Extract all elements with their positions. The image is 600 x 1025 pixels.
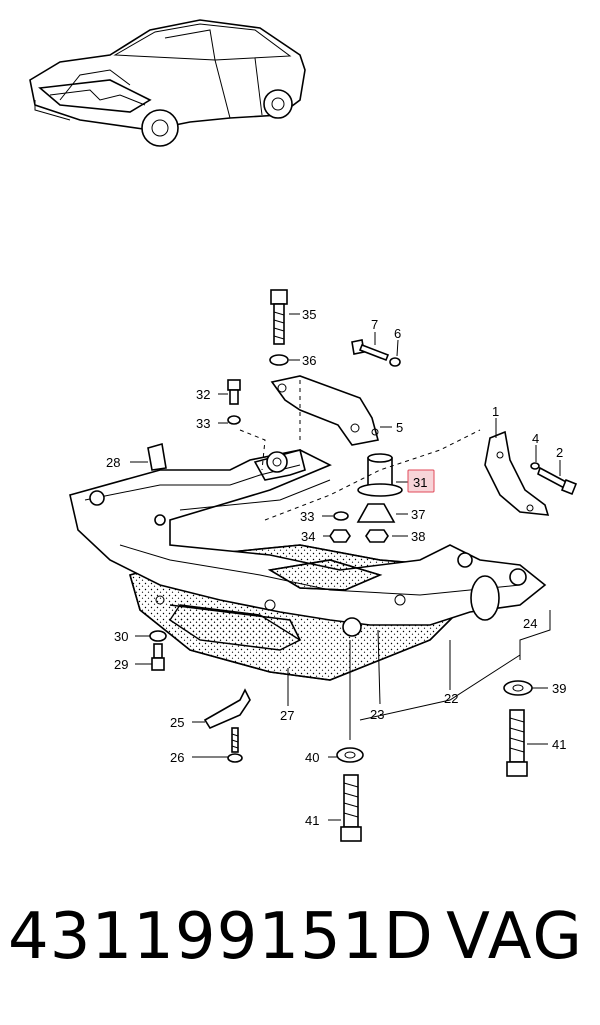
highlight-box-31 (407, 469, 435, 493)
label-41-right[interactable]: 41 (552, 737, 566, 752)
label-28[interactable]: 28 (106, 455, 120, 470)
label-40[interactable]: 40 (305, 750, 319, 765)
label-38[interactable]: 38 (411, 529, 425, 544)
label-36[interactable]: 36 (302, 353, 316, 368)
label-33-lower[interactable]: 33 (300, 509, 314, 524)
label-5[interactable]: 5 (396, 420, 403, 435)
label-4[interactable]: 4 (532, 431, 539, 446)
label-39[interactable]: 39 (552, 681, 566, 696)
engine-mount-bracket (270, 375, 379, 446)
footer: 431199151D VAG (0, 890, 600, 1025)
label-22[interactable]: 22 (444, 691, 458, 706)
label-33-upper[interactable]: 33 (196, 416, 210, 431)
hardware (147, 289, 578, 842)
label-23[interactable]: 23 (370, 707, 384, 722)
label-37[interactable]: 37 (411, 507, 425, 522)
label-7[interactable]: 7 (371, 317, 378, 332)
label-25[interactable]: 25 (170, 715, 184, 730)
part-number: 431199151D (8, 900, 434, 974)
part-labels: 35 36 7 6 32 33 5 1 4 2 28 31 33 37 34 3… (106, 307, 566, 828)
label-6[interactable]: 6 (394, 326, 401, 341)
label-32[interactable]: 32 (196, 387, 210, 402)
label-30[interactable]: 30 (114, 629, 128, 644)
label-2[interactable]: 2 (556, 445, 563, 460)
car-illustration (29, 19, 306, 147)
leader-lines (130, 313, 561, 821)
subframe (69, 449, 547, 681)
label-27[interactable]: 27 (280, 708, 294, 723)
label-34[interactable]: 34 (301, 529, 315, 544)
parts-diagram: 35 36 7 6 32 33 5 1 4 2 28 31 33 37 34 3… (29, 19, 578, 842)
label-31[interactable]: 31 (413, 475, 427, 490)
label-1[interactable]: 1 (492, 404, 499, 419)
label-26[interactable]: 26 (170, 750, 184, 765)
label-29[interactable]: 29 (114, 657, 128, 672)
brand-name: VAG (446, 900, 584, 974)
label-41-lower[interactable]: 41 (305, 813, 319, 828)
label-24[interactable]: 24 (523, 616, 537, 631)
side-bracket (484, 430, 550, 516)
label-35[interactable]: 35 (302, 307, 316, 322)
